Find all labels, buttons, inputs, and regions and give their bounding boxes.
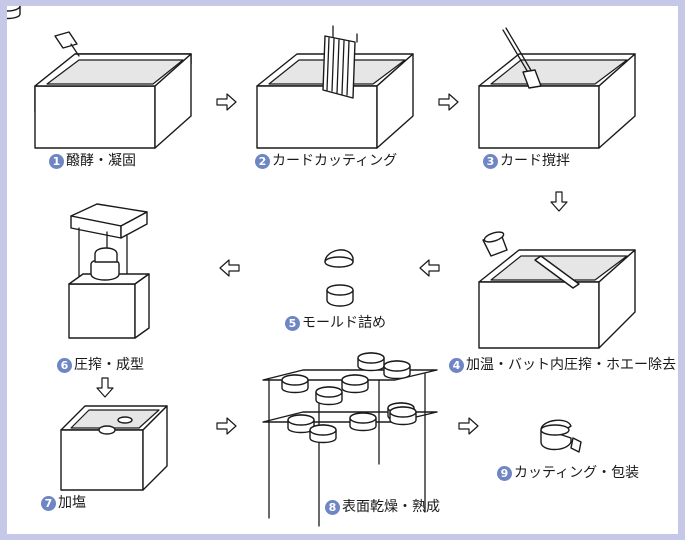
arrow-left-icon <box>419 259 440 277</box>
arrow-right-icon <box>216 93 237 111</box>
step-6-press-illustration <box>68 203 150 339</box>
arrow-right-icon <box>216 417 237 435</box>
process-diagram <box>7 6 636 527</box>
arrow-down-icon <box>96 377 114 398</box>
arrow-down-icon <box>550 191 568 212</box>
arrow-left-icon <box>219 259 240 277</box>
step-5-mould-illustration <box>324 249 354 307</box>
step-7-salting-illustration <box>60 405 168 491</box>
arrow-right-icon <box>438 93 459 111</box>
step-3-stir-illustration <box>478 27 636 149</box>
arrow-right-icon <box>458 417 479 435</box>
step-8-aging-rack-illustration <box>7 6 438 527</box>
step-4-press-vat-illustration <box>478 231 636 349</box>
step-1-vat-illustration <box>34 31 192 149</box>
step-9-cut-cheese-illustration <box>540 419 582 453</box>
step-2-harp-illustration <box>256 25 414 149</box>
